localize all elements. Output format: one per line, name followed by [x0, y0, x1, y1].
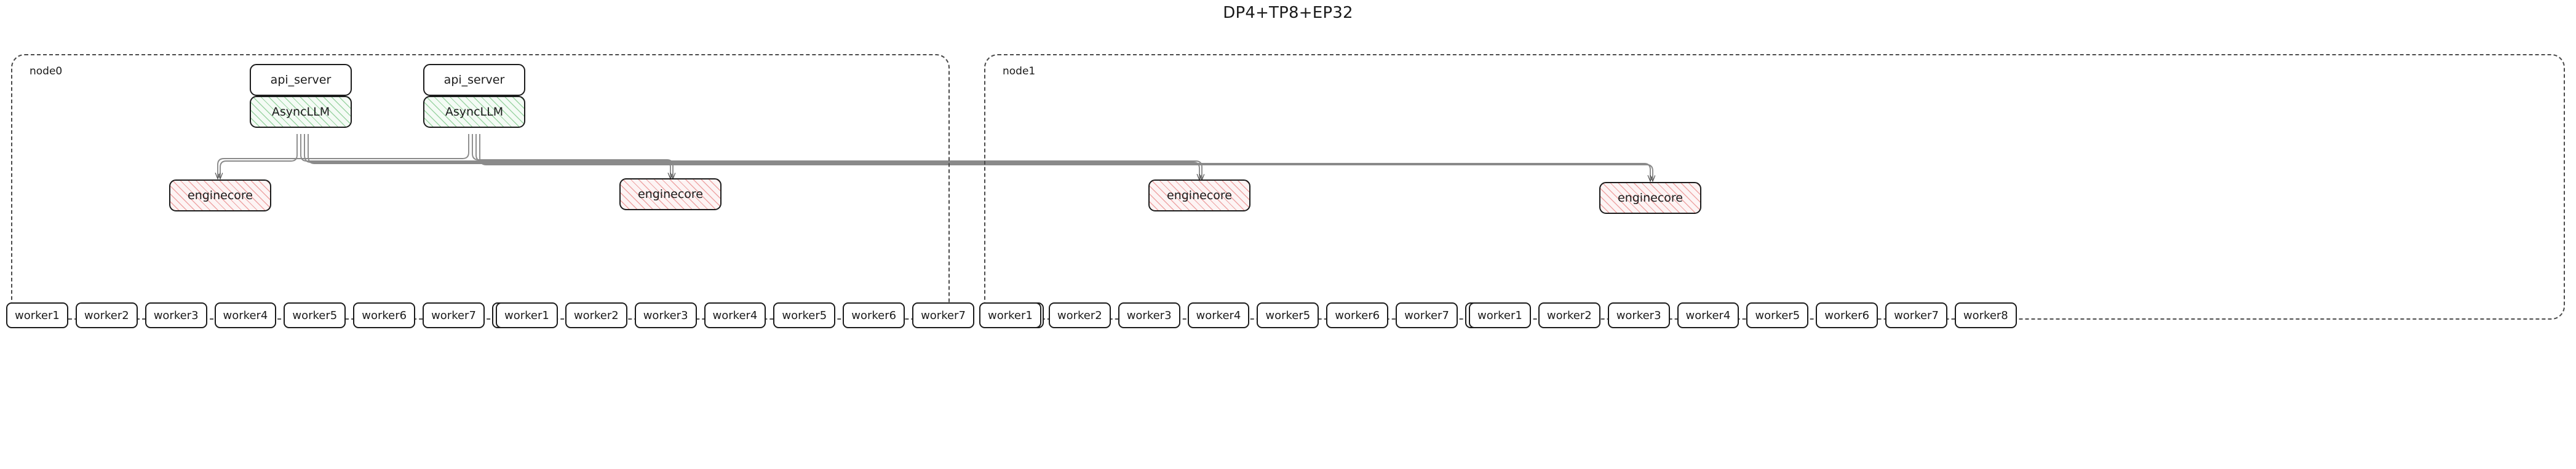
worker-box-node0-g1-5[interactable]: worker5: [284, 302, 346, 328]
asyncllm-label-1: AsyncLLM: [445, 105, 504, 119]
worker-label: worker7: [1894, 309, 1939, 322]
worker-box-node0-g1-4[interactable]: worker4: [214, 302, 277, 328]
worker-box-node0-g2-4[interactable]: worker4: [704, 302, 766, 328]
worker-box-node0-g1-7[interactable]: worker7: [423, 302, 485, 328]
worker-label: worker4: [223, 309, 268, 322]
cluster-label-node1: node1: [1003, 65, 1036, 77]
enginecore-label-0: enginecore: [188, 189, 253, 202]
enginecore-label-1: enginecore: [638, 187, 703, 201]
asyncllm-label-0: AsyncLLM: [271, 105, 330, 119]
worker-label: worker1: [15, 309, 60, 322]
enginecore-box-3[interactable]: enginecore: [1599, 182, 1701, 214]
worker-label: worker2: [573, 309, 619, 322]
worker-label: worker7: [1404, 309, 1449, 322]
worker-label: worker1: [504, 309, 549, 322]
worker-box-node1-g2-5[interactable]: worker5: [1746, 302, 1809, 328]
worker-box-node1-g2-8[interactable]: worker8: [1954, 302, 2017, 328]
worker-label: worker1: [988, 309, 1033, 322]
worker-label: worker2: [1546, 309, 1592, 322]
worker-row-node1-g1: worker1 worker2 worker3 worker4 worker5 …: [979, 302, 1527, 328]
worker-box-node1-g2-6[interactable]: worker6: [1816, 302, 1878, 328]
worker-box-node1-g2-3[interactable]: worker3: [1607, 302, 1670, 328]
worker-label: worker3: [153, 309, 199, 322]
worker-row-node1-g2: worker1 worker2 worker3 worker4 worker5 …: [1469, 302, 2017, 328]
worker-label: worker3: [643, 309, 688, 322]
worker-box-node1-g1-3[interactable]: worker3: [1118, 302, 1180, 328]
worker-label: worker4: [1196, 309, 1241, 322]
worker-label: worker7: [431, 309, 476, 322]
page-title: DP4+TP8+EP32: [1223, 4, 1353, 22]
asyncllm-box-1[interactable]: AsyncLLM: [423, 96, 525, 128]
worker-label: worker2: [1057, 309, 1102, 322]
api-server-box-0[interactable]: api_server: [250, 64, 352, 96]
worker-box-node1-g1-5[interactable]: worker5: [1257, 302, 1319, 328]
worker-row-node0-g1: worker1 worker2 worker3 worker4 worker5 …: [6, 302, 554, 328]
enginecore-label-2: enginecore: [1167, 189, 1232, 202]
worker-box-node0-g2-2[interactable]: worker2: [565, 302, 627, 328]
worker-label: worker4: [1685, 309, 1731, 322]
worker-box-node1-g2-2[interactable]: worker2: [1538, 302, 1600, 328]
api-server-label-1: api_server: [443, 73, 505, 87]
worker-label: worker2: [84, 309, 129, 322]
worker-label: worker6: [1824, 309, 1870, 322]
worker-box-node0-g1-3[interactable]: worker3: [145, 302, 207, 328]
worker-label: worker5: [1755, 309, 1800, 322]
worker-label: worker1: [1477, 309, 1522, 322]
api-server-label-0: api_server: [270, 73, 332, 87]
worker-box-node1-g2-4[interactable]: worker4: [1677, 302, 1739, 328]
worker-label: worker7: [921, 309, 966, 322]
worker-row-node0-g2: worker1 worker2 worker3 worker4 worker5 …: [496, 302, 1044, 328]
asyncllm-box-0[interactable]: AsyncLLM: [250, 96, 352, 128]
worker-label: worker3: [1126, 309, 1172, 322]
enginecore-label-3: enginecore: [1618, 191, 1683, 205]
worker-box-node0-g1-6[interactable]: worker6: [353, 302, 416, 328]
worker-box-node1-g1-1[interactable]: worker1: [979, 302, 1041, 328]
api-server-box-1[interactable]: api_server: [423, 64, 525, 96]
worker-box-node1-g1-6[interactable]: worker6: [1326, 302, 1389, 328]
worker-label: worker4: [712, 309, 758, 322]
worker-label: worker6: [1335, 309, 1380, 322]
worker-box-node0-g1-1[interactable]: worker1: [6, 302, 68, 328]
worker-label: worker6: [851, 309, 897, 322]
enginecore-box-0[interactable]: enginecore: [169, 179, 271, 211]
worker-label: worker5: [782, 309, 827, 322]
enginecore-box-1[interactable]: enginecore: [619, 178, 722, 210]
enginecore-box-2[interactable]: enginecore: [1148, 179, 1250, 211]
worker-box-node1-g1-4[interactable]: worker4: [1187, 302, 1250, 328]
worker-label: worker6: [362, 309, 407, 322]
worker-label: worker3: [1616, 309, 1661, 322]
worker-box-node1-g1-2[interactable]: worker2: [1048, 302, 1111, 328]
worker-box-node1-g2-7[interactable]: worker7: [1885, 302, 1947, 328]
cluster-label-node0: node0: [30, 65, 63, 77]
worker-label: worker5: [292, 309, 338, 322]
worker-box-node1-g1-7[interactable]: worker7: [1396, 302, 1458, 328]
worker-box-node0-g1-2[interactable]: worker2: [75, 302, 138, 328]
worker-box-node0-g2-7[interactable]: worker7: [912, 302, 974, 328]
worker-label: worker8: [1963, 309, 2008, 322]
worker-box-node0-g2-3[interactable]: worker3: [634, 302, 697, 328]
worker-label: worker5: [1265, 309, 1311, 322]
worker-box-node0-g2-5[interactable]: worker5: [773, 302, 836, 328]
worker-box-node0-g2-1[interactable]: worker1: [496, 302, 558, 328]
worker-box-node0-g2-6[interactable]: worker6: [843, 302, 905, 328]
worker-box-node1-g2-1[interactable]: worker1: [1469, 302, 1531, 328]
